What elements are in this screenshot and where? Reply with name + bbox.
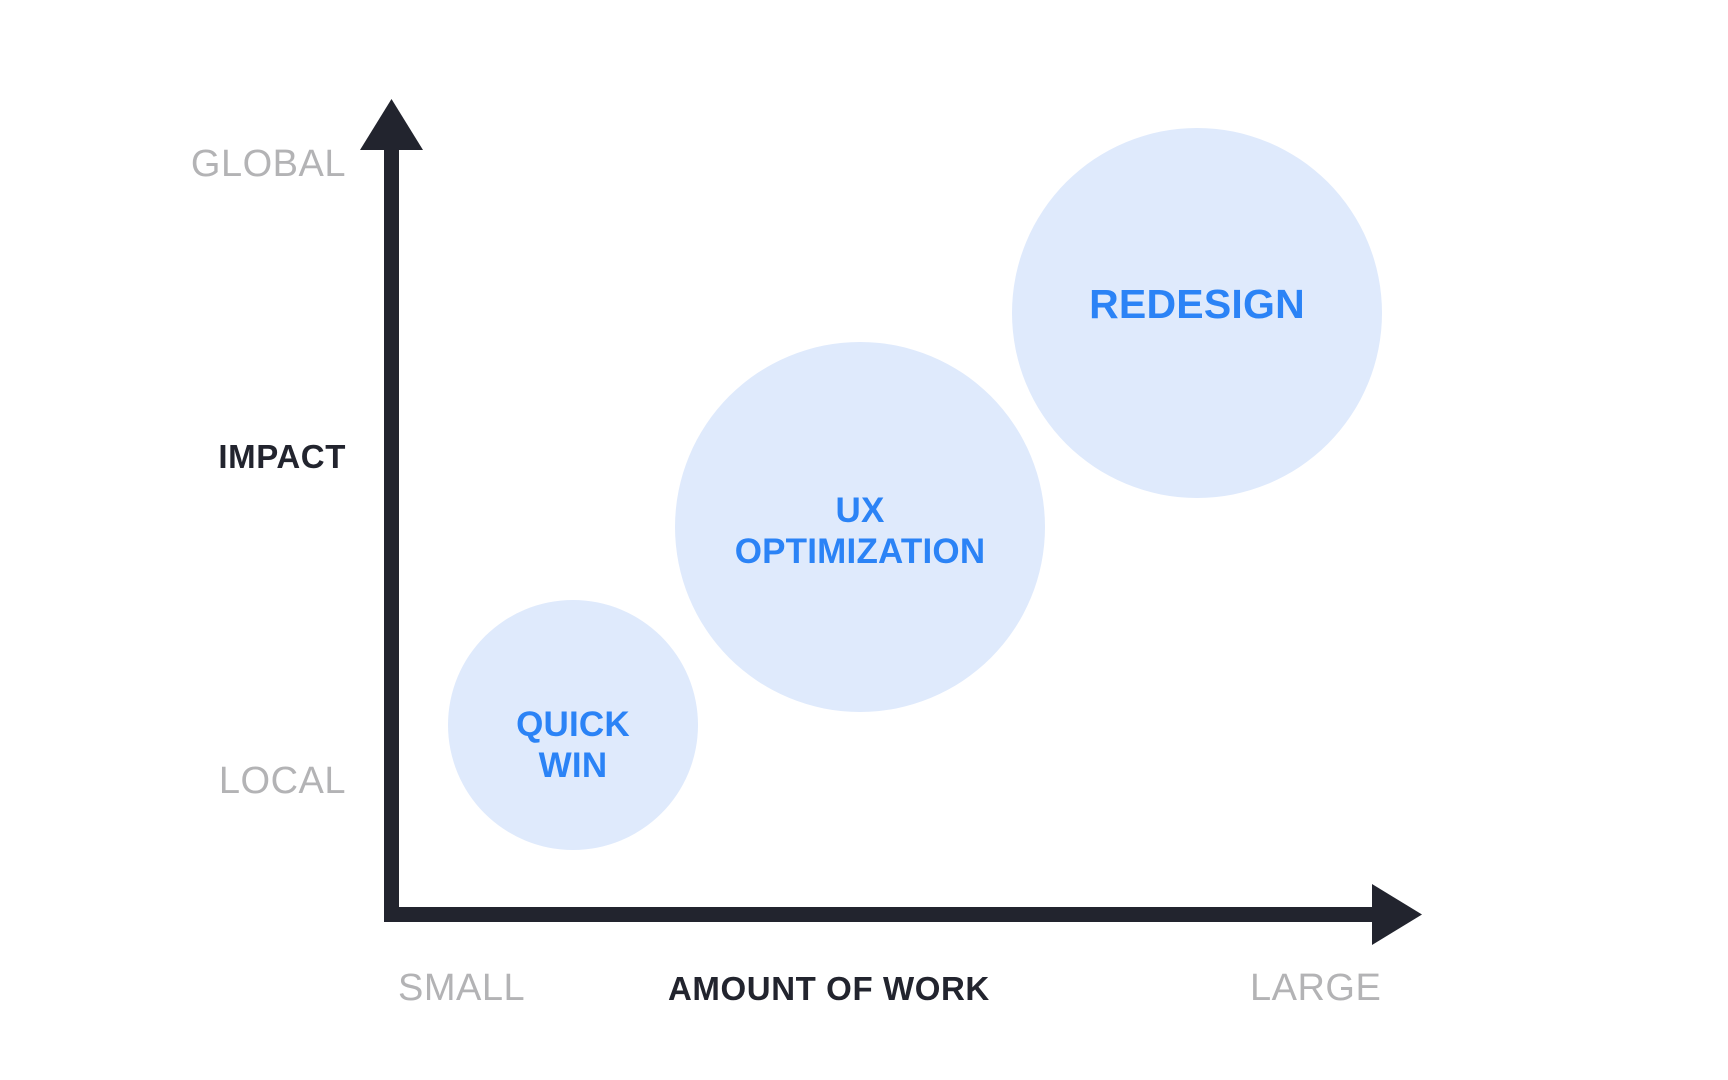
bubble-quick-win-label: QUICK WIN [516,704,630,785]
y-axis-arrowhead [360,99,423,150]
y-axis-bottom-label: LOCAL [218,760,346,802]
x-axis-title: AMOUNT OF WORK [668,970,990,1007]
bubble-ux-optimization[interactable]: UX OPTIMIZATION [675,342,1045,712]
bubble-ux-optimization-label: UX OPTIMIZATION [734,490,986,571]
bubble-redesign-label: REDESIGN [1089,280,1305,327]
x-axis-right-label: LARGE [1250,967,1382,1009]
y-axis-title: IMPACT [218,438,346,475]
x-axis-arrowhead [1372,884,1422,945]
bubble-redesign[interactable]: REDESIGN [1012,128,1382,498]
x-axis-line [384,907,1384,922]
bubble-quick-win[interactable]: QUICK WIN [448,600,698,850]
y-axis-top-label: GLOBAL [190,143,346,185]
y-axis-line [384,140,399,922]
x-axis-left-label: SMALL [398,967,526,1009]
